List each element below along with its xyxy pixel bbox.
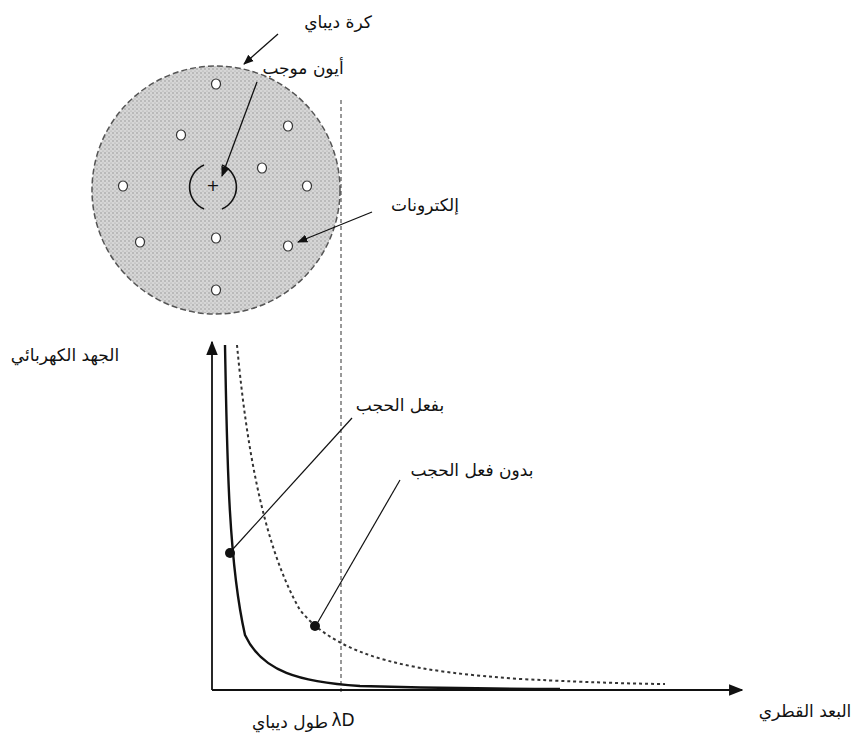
electrons xyxy=(119,79,312,295)
shielded-curve xyxy=(225,345,560,689)
curve-point xyxy=(225,548,235,558)
leader-line xyxy=(233,418,352,549)
debye-length-line xyxy=(341,100,342,692)
callout-label: أيون موجب xyxy=(262,58,343,78)
electron xyxy=(284,121,293,131)
unshielded-curve xyxy=(237,345,665,684)
curve-point xyxy=(310,621,320,631)
ion-shell xyxy=(190,165,237,209)
callout-label: إلكترونات xyxy=(391,195,459,215)
electron xyxy=(212,233,221,243)
leader-arrow xyxy=(298,212,372,242)
electron xyxy=(212,79,221,89)
electron xyxy=(119,181,128,191)
electron xyxy=(303,181,312,191)
electron xyxy=(212,285,221,295)
curve-label: بدون فعل الحجب xyxy=(411,460,534,480)
charge-sign: + xyxy=(206,176,219,195)
electron xyxy=(177,130,186,140)
tick-label: λD xyxy=(331,710,354,730)
callout-arrows xyxy=(222,34,372,242)
callout-label: كرة ديباي xyxy=(304,12,372,32)
curve-label: بفعل الحجب xyxy=(356,395,444,415)
electron xyxy=(284,241,293,251)
leader-line xyxy=(318,480,400,622)
axis-title: البعد القطري xyxy=(759,701,852,721)
electron xyxy=(136,237,145,247)
ion-arc xyxy=(190,165,204,209)
leader-arrow xyxy=(222,82,257,176)
tick-label: طول ديباي xyxy=(252,712,328,732)
debye-sphere xyxy=(92,66,340,314)
axis-title: الجهد الكهربائي xyxy=(11,345,119,365)
y-axis xyxy=(211,342,213,690)
axes xyxy=(212,342,742,690)
electron xyxy=(258,163,267,173)
